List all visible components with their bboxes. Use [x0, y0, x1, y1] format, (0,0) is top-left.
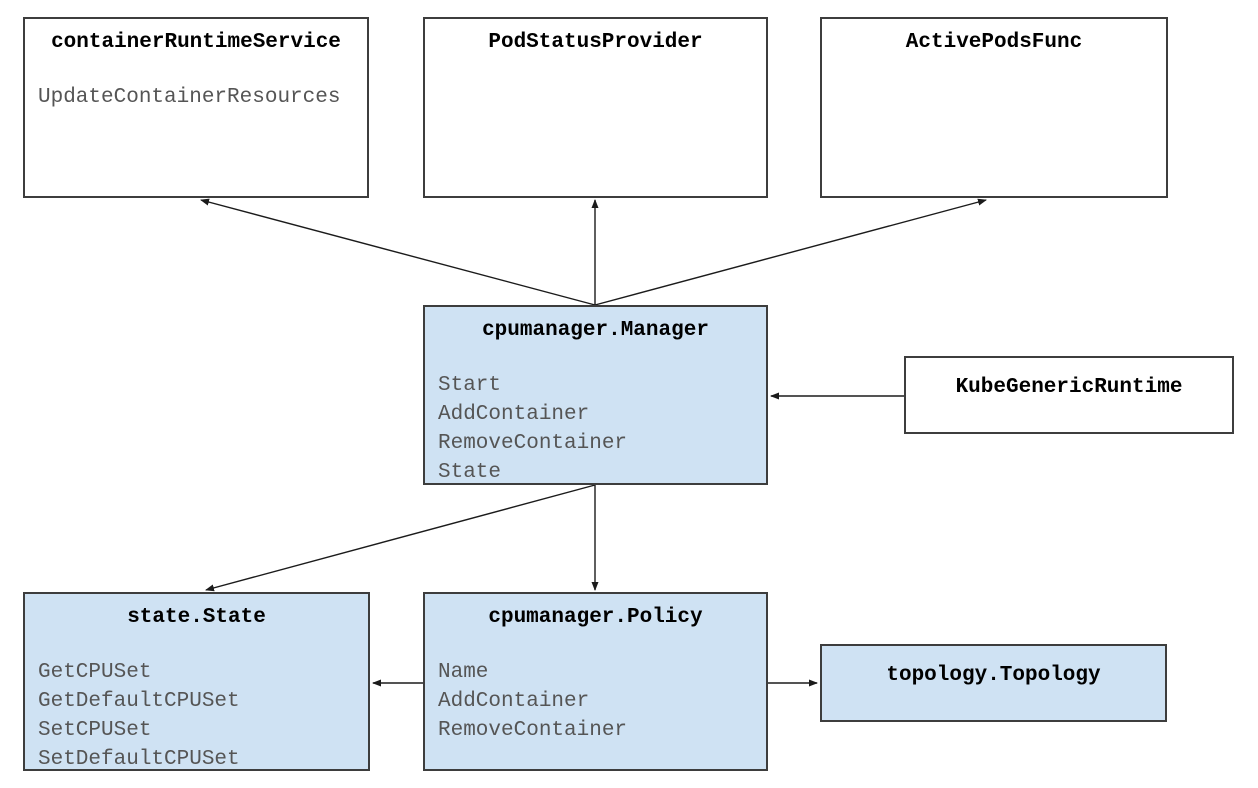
method-get-cpuset: GetCPUSet	[38, 661, 152, 684]
node-state-state: state.State GetCPUSet GetDefaultCPUSet S…	[23, 592, 370, 771]
method-set-cpuset: SetCPUSet	[38, 719, 152, 742]
node-title: cpumanager.Manager	[482, 319, 709, 342]
method-add-container: AddContainer	[438, 403, 590, 426]
method-name: Name	[438, 661, 489, 684]
node-title: PodStatusProvider	[488, 31, 703, 54]
method-set-default-cpuset: SetDefaultCPUSet	[38, 748, 240, 771]
node-pod-status-provider: PodStatusProvider	[423, 17, 768, 198]
node-topology-topology: topology.Topology	[820, 644, 1167, 722]
method-start: Start	[438, 374, 502, 397]
node-title: cpumanager.Policy	[488, 606, 703, 629]
method-get-default-cpuset: GetDefaultCPUSet	[38, 690, 240, 713]
method-update-container-resources: UpdateContainerResources	[38, 86, 341, 109]
arrow-manager-to-container-runtime-service	[200, 198, 596, 306]
node-title: state.State	[127, 606, 266, 629]
node-kube-generic-runtime: KubeGenericRuntime	[904, 356, 1234, 434]
node-method-list: GetCPUSet GetDefaultCPUSet SetCPUSet Set…	[25, 658, 368, 774]
node-active-pods-func: ActivePodsFunc	[820, 17, 1168, 198]
node-title: ActivePodsFunc	[905, 31, 1083, 54]
node-cpumanager-policy: cpumanager.Policy Name AddContainer Remo…	[423, 592, 768, 771]
node-cpumanager-manager: cpumanager.Manager Start AddContainer Re…	[423, 305, 768, 485]
method-add-container: AddContainer	[438, 690, 590, 713]
method-remove-container: RemoveContainer	[438, 432, 628, 455]
method-remove-container: RemoveContainer	[438, 719, 628, 742]
method-state: State	[438, 461, 502, 484]
node-method-list: UpdateContainerResources	[25, 83, 367, 112]
node-title: topology.Topology	[886, 664, 1101, 687]
node-container-runtime-service: containerRuntimeService UpdateContainerR…	[23, 17, 369, 198]
node-method-list: Start AddContainer RemoveContainer State	[425, 371, 766, 487]
node-title: KubeGenericRuntime	[955, 376, 1183, 399]
node-title: containerRuntimeService	[51, 31, 341, 54]
node-method-list: Name AddContainer RemoveContainer	[425, 658, 766, 745]
arrow-manager-to-active-pods-func	[594, 198, 987, 306]
arrow-manager-to-state-state	[205, 484, 596, 592]
